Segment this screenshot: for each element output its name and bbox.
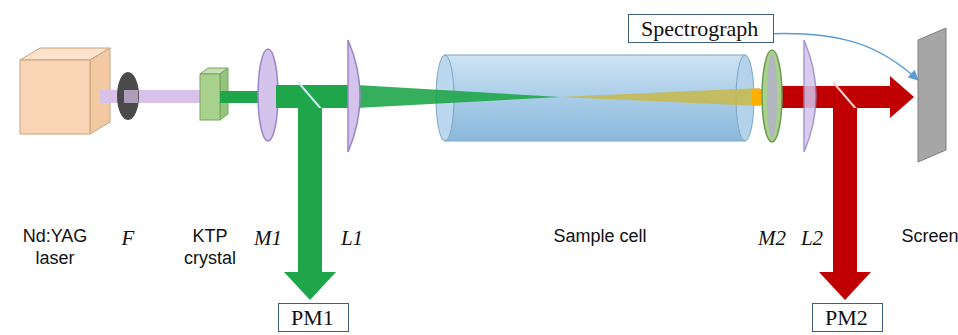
- part-label: F: [122, 226, 135, 251]
- red-beam: [776, 86, 892, 108]
- part-label: L1: [341, 226, 363, 251]
- beam-splitter: [298, 82, 322, 110]
- box-text: PM1: [291, 306, 336, 329]
- beam-arrow: [819, 108, 871, 300]
- part-label: Nd:YAG laser: [20, 226, 90, 269]
- box-text: PM2: [825, 306, 870, 329]
- diverging-beam: [560, 88, 760, 106]
- red-arrow-head: [890, 76, 914, 118]
- ir-beam: [100, 90, 212, 103]
- instrument-box: Spectrograph: [628, 14, 774, 43]
- lens-l1: [348, 40, 360, 152]
- green-beam: [276, 85, 350, 108]
- part-label: M1: [254, 226, 282, 251]
- mirror-m2: [762, 50, 782, 142]
- mirror-m1: [258, 49, 278, 141]
- focused-beam: [356, 85, 560, 108]
- laser-body: [20, 48, 110, 134]
- part-label: M2: [758, 226, 786, 251]
- detector-box: PM2: [812, 303, 883, 332]
- screen-plate: [918, 28, 946, 162]
- beam-arrow: [284, 108, 336, 300]
- part-label: Screen: [901, 226, 958, 248]
- filter: [117, 72, 139, 120]
- part-label: KTP crystal: [175, 226, 245, 269]
- part-label: Sample cell: [553, 226, 646, 248]
- box-text: Spectrograph: [641, 17, 761, 40]
- detector-box: PM1: [278, 303, 349, 332]
- beam-splitter: [833, 82, 857, 110]
- part-label: L2: [801, 226, 823, 251]
- lens-l2: [804, 40, 816, 152]
- leader-line: [762, 33, 918, 80]
